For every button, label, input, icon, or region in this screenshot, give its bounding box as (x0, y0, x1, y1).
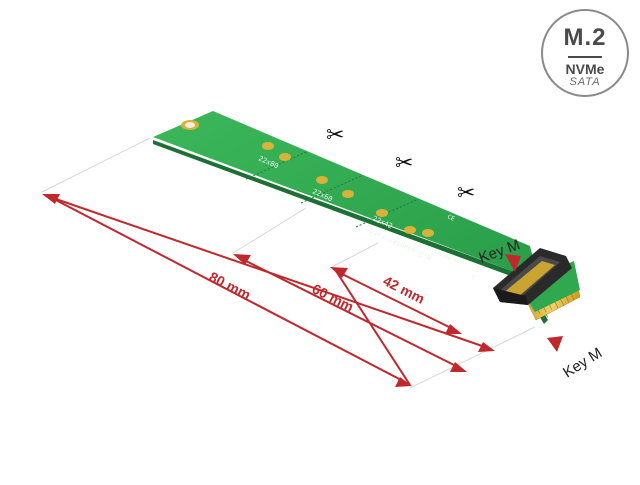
badge-nvme: NVMe (565, 61, 605, 77)
badge-divider (568, 56, 602, 58)
arrow-head (42, 194, 60, 204)
dimension-line-60mm (239, 257, 461, 369)
scissors-icons: ✂ ✂ ✂ (326, 123, 475, 206)
pcb-board: 22x80 22x60 22x42 M.2 adapter card www.d… (153, 111, 581, 324)
pcb-top-surface (153, 111, 548, 318)
badge-title: M.2 (563, 24, 607, 51)
scissors-icon: ✂ (457, 181, 475, 206)
part-number: S (470, 273, 477, 281)
dimension-label-42mm: 42 mm (381, 272, 428, 306)
mounting-holes (181, 120, 434, 237)
ce-logo: CE (446, 213, 456, 222)
m2-badge: M.2 NVMe SATA (541, 9, 629, 97)
dimension-label-80mm: 80 mm (207, 268, 254, 302)
dimension-label-60mm: 60 mm (310, 280, 357, 314)
m2-connector (493, 248, 572, 305)
arrow-head (450, 362, 467, 372)
key-arrow-bottom (547, 336, 563, 352)
extension-lines (41, 137, 536, 389)
arrow-head (478, 342, 495, 352)
badge-sata: SATA (569, 76, 601, 88)
key-arrow-top (505, 254, 521, 272)
dimension-line-42mm (335, 270, 411, 386)
scissors-icon: ✂ (326, 123, 344, 148)
key-label-bottom: Key M (560, 344, 605, 381)
scissors-icon: ✂ (395, 151, 413, 176)
arrow-head (233, 254, 251, 265)
